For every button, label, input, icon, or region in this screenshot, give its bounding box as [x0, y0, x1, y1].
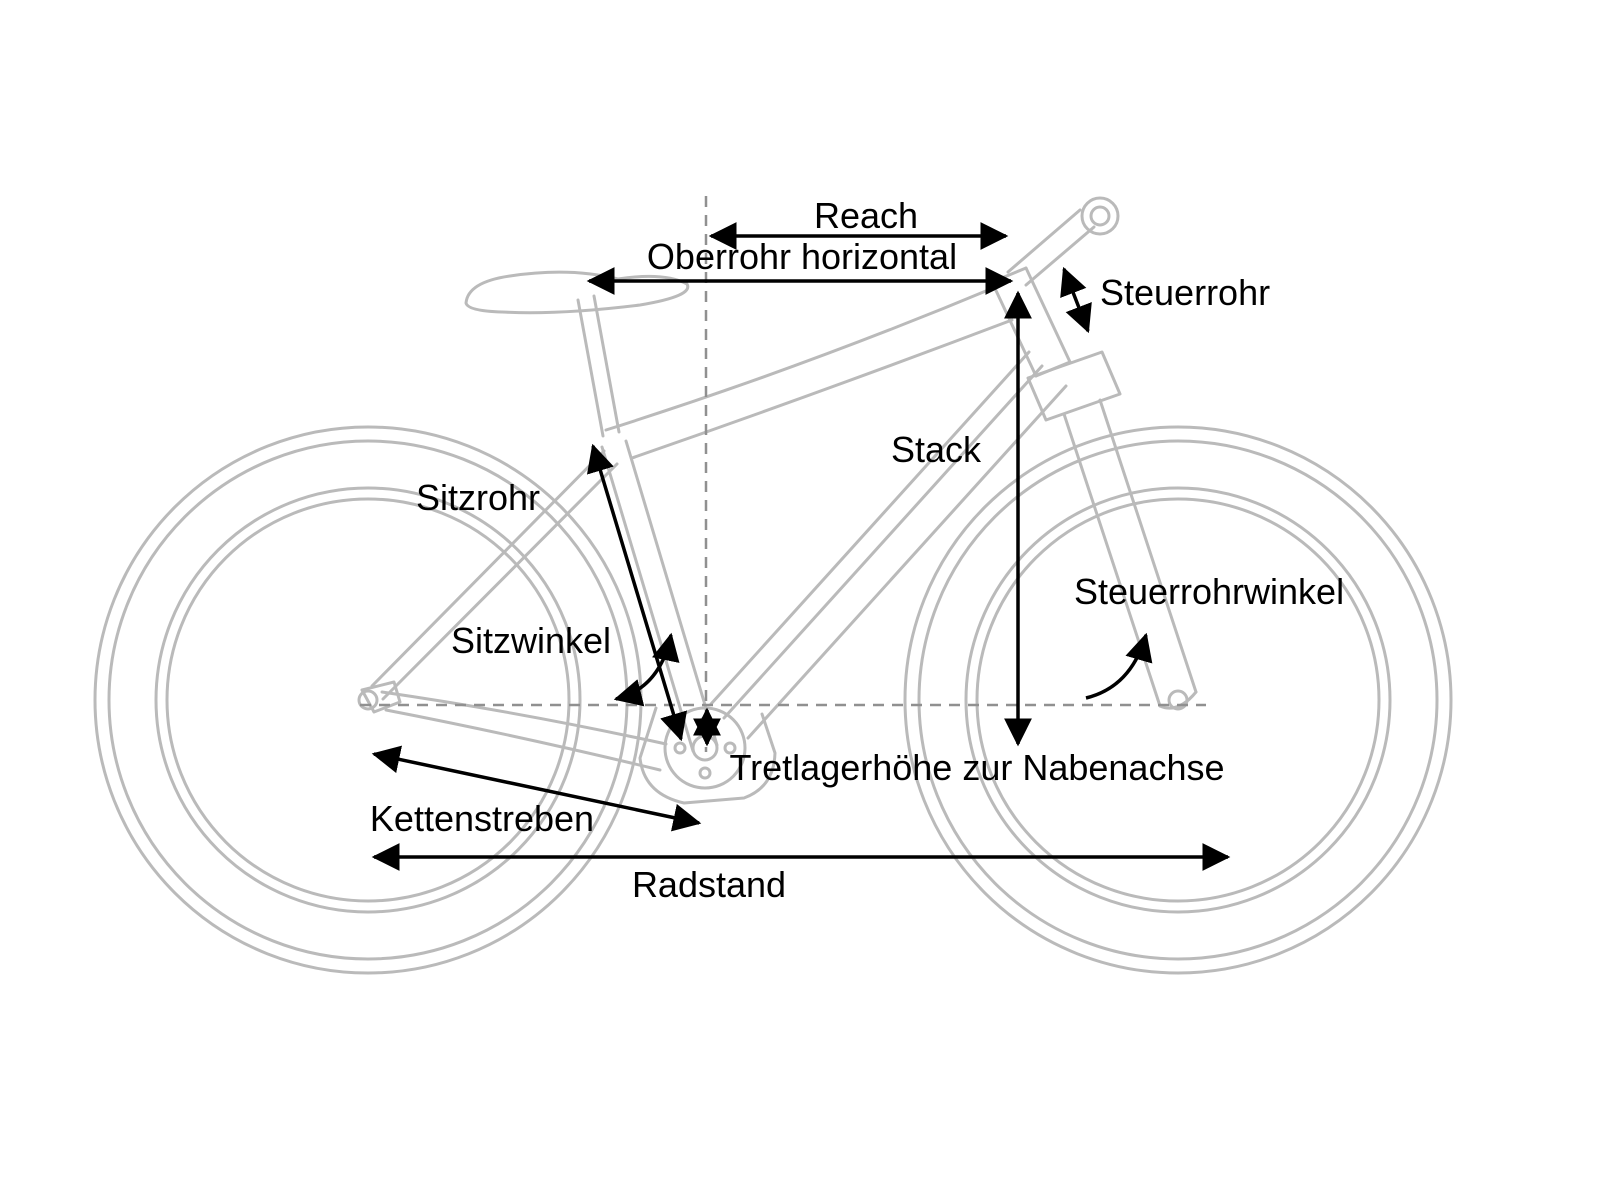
fork-crown: [1026, 350, 1122, 422]
seatstay-upper: [370, 449, 606, 688]
saddle-assembly: [464, 270, 690, 438]
bolt-bottom: [698, 766, 712, 780]
sitzrohr-arrow: [586, 443, 688, 742]
sitzrohr-label: Sitzrohr: [416, 477, 540, 518]
grip-outer: [1080, 196, 1120, 236]
fork-leg-right: [1098, 398, 1198, 694]
saddle: [464, 270, 690, 315]
fork-dropout: [1158, 690, 1198, 710]
reach-label: Reach: [814, 195, 918, 236]
labels: Reach Oberrohr horizontal Steuerrohr Sta…: [370, 195, 1344, 905]
head-tube-left: [990, 280, 1038, 378]
seatpost-left: [576, 298, 605, 438]
sitzwinkel-label: Sitzwinkel: [451, 620, 611, 661]
front-rim-outer: [964, 486, 1392, 914]
grip-inner: [1089, 205, 1111, 227]
steuerrohr-label: Steuerrohr: [1100, 272, 1270, 313]
kettenstreben-label: Kettenstreben: [370, 798, 594, 839]
kettenstreben-arrow: [371, 745, 702, 832]
steuerrohr-arrow: [1060, 266, 1092, 334]
top-tube-lower: [630, 318, 1014, 460]
battery-seam: [722, 364, 1044, 720]
sitzwinkel-arc-arrow: [613, 632, 680, 707]
rear-rim-inner: [165, 497, 571, 903]
oberrohr-label: Oberrohr horizontal: [647, 236, 957, 277]
down-tube-upper: [709, 350, 1031, 706]
steuerrohrwinkel-arc-arrow: [1085, 632, 1153, 700]
cockpit: [1006, 196, 1120, 287]
stem-lower: [1024, 225, 1096, 287]
steuerrohrwinkel-label: Steuerrohrwinkel: [1074, 571, 1344, 612]
rear-rim-outer: [154, 486, 582, 914]
front-rim-inner: [975, 497, 1381, 903]
stack-label: Stack: [891, 429, 982, 470]
stem-upper: [1006, 208, 1082, 274]
fork-leg-left: [1062, 412, 1162, 708]
bolt-left: [673, 741, 687, 755]
tretlagerhoehe-label: Tretlagerhöhe zur Nabenachse: [730, 747, 1225, 788]
seatstay-lower: [381, 462, 619, 701]
rear-hub: [357, 689, 379, 711]
seatpost-right: [592, 294, 621, 434]
frame: [360, 266, 1072, 772]
radstand-label: Radstand: [632, 864, 786, 905]
dimension-arrows: [371, 222, 1231, 871]
chainstay-lower: [384, 708, 662, 772]
bolt-right: [723, 741, 737, 755]
top-tube-upper: [604, 284, 1000, 432]
front-tire-inner: [917, 439, 1439, 961]
front-tire-outer: [903, 425, 1453, 975]
head-tube-right: [1024, 266, 1072, 364]
front-wheel: [903, 425, 1453, 975]
